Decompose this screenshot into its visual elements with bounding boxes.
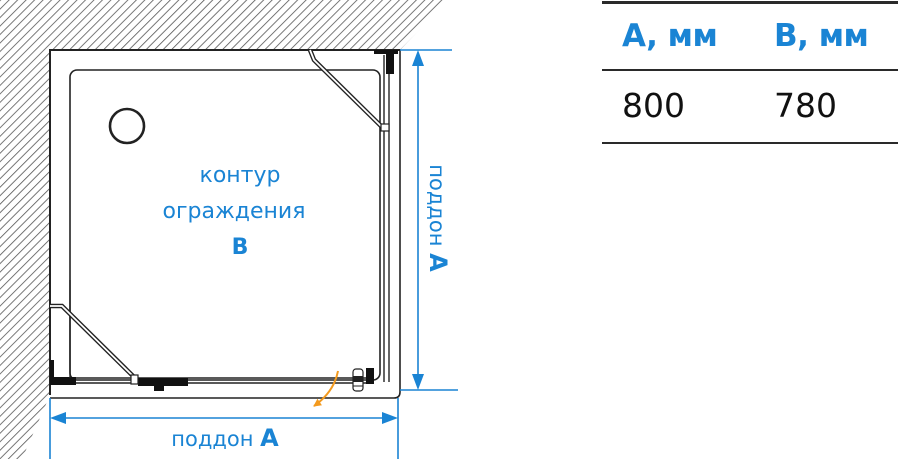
dimension-lines bbox=[49, 49, 458, 459]
tray-label-bottom: поддон A bbox=[171, 424, 279, 452]
table-cell-b: 780 bbox=[774, 86, 837, 125]
top-door-leaf bbox=[307, 49, 390, 132]
contour-label-line2: ограждения bbox=[163, 199, 306, 224]
tray-label-right-text: поддон bbox=[425, 164, 449, 253]
tray-label-right: поддон A bbox=[424, 164, 452, 272]
drain-icon bbox=[108, 107, 146, 145]
shower-enclosure-diagram: контур ограждения B поддон A поддон A bbox=[0, 0, 458, 459]
tray-label-bottom-letter: A bbox=[260, 424, 279, 452]
tray-label-bottom-text: поддон bbox=[171, 427, 260, 451]
right-glass-panel bbox=[374, 50, 398, 382]
door-handle-icon bbox=[352, 368, 364, 392]
bottom-glass-panel bbox=[50, 360, 374, 391]
tray-label-right-letter: A bbox=[424, 253, 452, 272]
table-cell-a: 800 bbox=[622, 86, 685, 125]
door-swing-arrow-icon bbox=[313, 370, 339, 407]
table-header-rule bbox=[602, 69, 898, 71]
table-top-rule bbox=[602, 1, 898, 4]
table-header-a: A, мм bbox=[622, 18, 718, 54]
table-header-b: B, мм bbox=[774, 18, 869, 54]
table-bottom-rule bbox=[602, 142, 898, 144]
contour-label-letter: B bbox=[232, 235, 249, 260]
shower-tray-outline bbox=[50, 49, 401, 399]
bottom-door-leaf bbox=[50, 303, 139, 385]
contour-label-line1: контур bbox=[200, 163, 281, 188]
